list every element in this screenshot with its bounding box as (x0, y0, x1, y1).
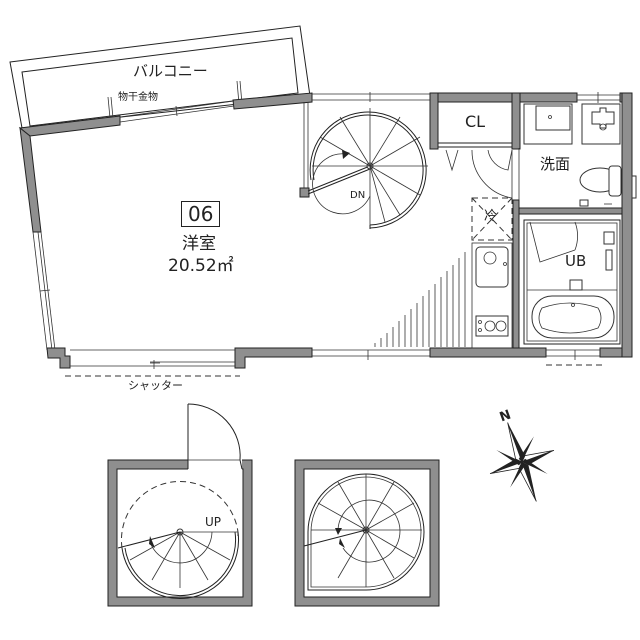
closet-door (445, 149, 459, 172)
refrigerator-label: 冷 (484, 209, 498, 224)
unit-number-badge: 06 (181, 201, 221, 227)
balcony-label: バルコニー (133, 62, 208, 80)
unit-bath (523, 219, 621, 345)
washroom-label: 洗面 (540, 155, 571, 173)
spiral-staircase-main (299, 102, 428, 229)
stairs-up-label: UP (205, 515, 222, 529)
walls (18, 92, 637, 377)
sub-plan-lower-stair (107, 403, 253, 607)
unit-bath-label: UB (565, 252, 587, 270)
refrigerator (471, 197, 513, 241)
kitchen (471, 242, 513, 349)
door-swings (471, 149, 513, 199)
room-type-label: 洋室 (182, 234, 216, 254)
north-compass-icon (489, 422, 555, 502)
stairs-down-label: DN (350, 190, 366, 201)
stair-slope-lines (374, 252, 466, 347)
shutter-label: シャッター (128, 379, 183, 392)
washroom-fixtures (523, 103, 622, 207)
sub-plan-upper-stair (294, 459, 440, 607)
laundry-fixture-label: 物干金物 (118, 92, 158, 103)
closet-label: CL (465, 112, 486, 131)
room-area-label: 20.52㎡ (168, 256, 234, 276)
